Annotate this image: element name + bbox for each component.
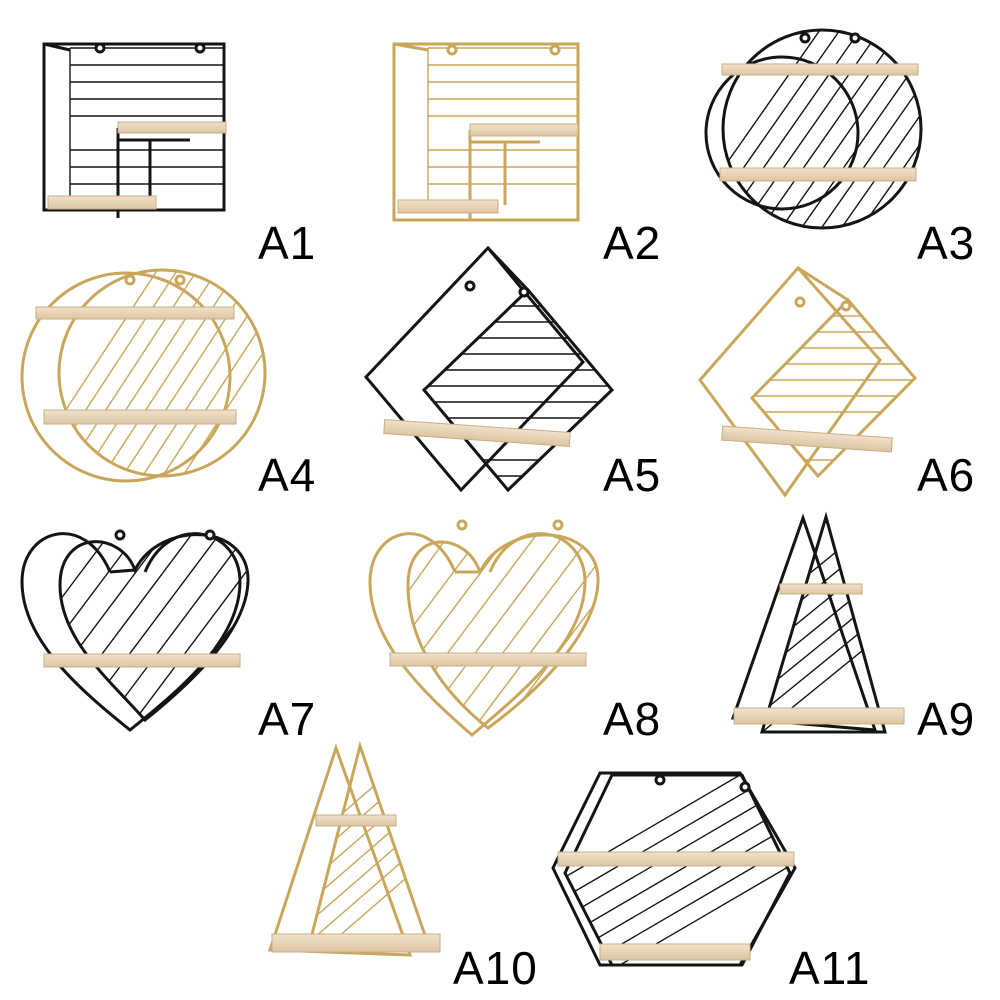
a3-upper-shelf (721, 63, 919, 76)
a3-hanger-hole (799, 32, 811, 44)
a1-product-image (42, 42, 227, 218)
a11-hanger-hole (654, 774, 666, 786)
a3-diagonal-wires (723, 30, 921, 228)
a7-diagonal-wires (60, 534, 249, 720)
a10-product-image (267, 740, 441, 957)
a1-back-grid (69, 47, 224, 205)
a10-lower-shelf (271, 933, 441, 953)
a1-upper-shelf (117, 121, 227, 134)
a4-product-image (20, 268, 267, 483)
a11-upper-shelf (557, 851, 795, 867)
a9-product-image (730, 511, 905, 734)
a6-shelf (721, 425, 893, 453)
a11-lower-shelf (599, 943, 751, 961)
a6-hanger-hole (794, 296, 806, 308)
a1-lower-shelf (47, 195, 157, 210)
a2-upper-shelf (469, 123, 579, 137)
a4-hanger-hole (124, 274, 136, 286)
label-a5: A5 (603, 449, 662, 501)
a8-hanger-hole (456, 519, 468, 531)
a6-product-image (698, 265, 918, 498)
a10-upper-shelf (315, 814, 397, 827)
a5-product-image (363, 245, 615, 493)
a11-product-image (551, 771, 797, 967)
a3-lower-shelf (719, 167, 917, 182)
a3-product-image (704, 28, 923, 230)
label-a9: A9 (917, 693, 976, 745)
a10-diagonal-wires (308, 746, 430, 950)
a2-product-image (392, 42, 580, 222)
a2-lower-shelf (397, 199, 499, 214)
a8-product-image (368, 519, 600, 737)
label-a11: A11 (789, 942, 871, 994)
a5-shelf (383, 418, 571, 448)
label-a4: A4 (258, 449, 317, 501)
label-a8: A8 (603, 693, 662, 745)
a7-shelf (43, 653, 241, 668)
label-a7: A7 (258, 693, 317, 745)
a9-upper-shelf (779, 583, 863, 595)
a2-hanger-hole (446, 44, 458, 56)
a4-upper-shelf (35, 306, 235, 320)
a7-product-image (20, 529, 250, 732)
a5-hanger-hole (464, 280, 476, 292)
a7-hanger-hole (114, 529, 126, 541)
label-a10: A10 (453, 942, 538, 994)
a4-lower-shelf (43, 409, 237, 425)
a4-diagonal-wires (59, 270, 265, 476)
label-a2: A2 (603, 217, 662, 269)
a1-hanger-hole (94, 42, 106, 54)
label-a1: A1 (258, 217, 317, 269)
label-a3: A3 (917, 217, 976, 269)
a9-lower-shelf (733, 707, 905, 725)
a11-diagonal-wires (565, 775, 790, 965)
a8-shelf (389, 652, 587, 667)
label-a6: A6 (917, 449, 976, 501)
